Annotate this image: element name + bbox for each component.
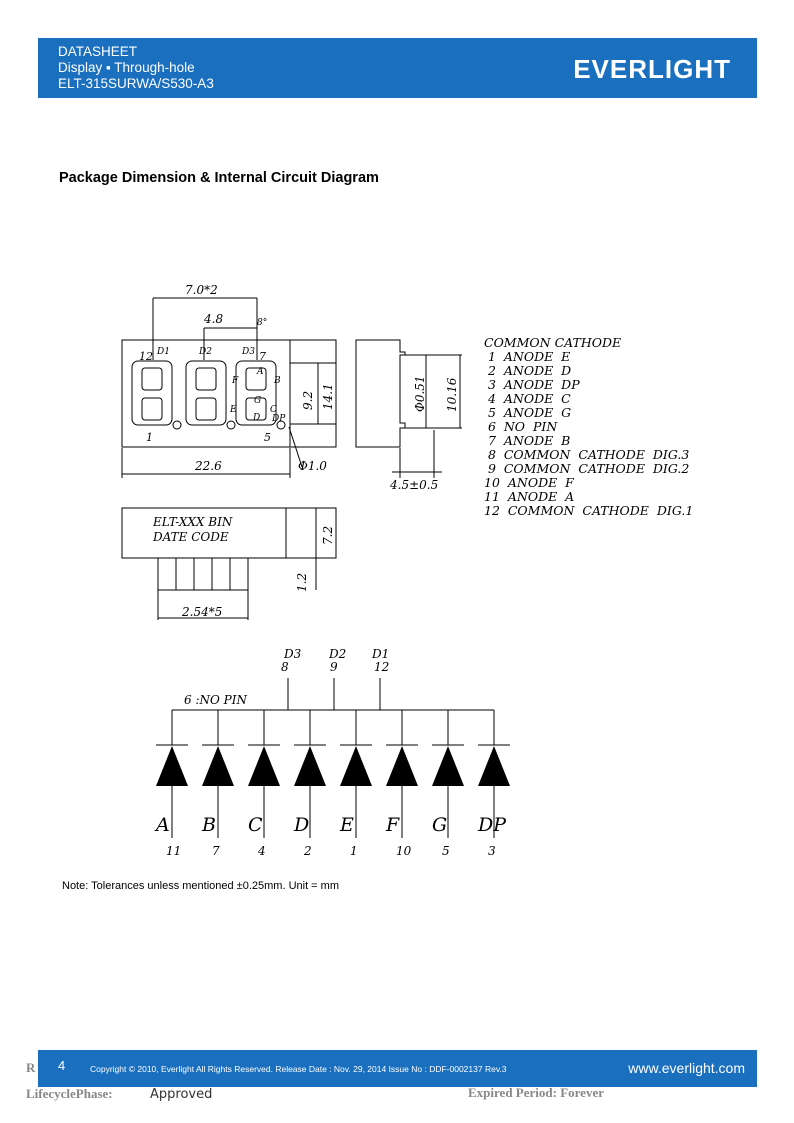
dim-side-height: 10.16 [445,377,459,412]
segment-name-label: A [154,814,170,836]
diode-group [156,710,510,838]
footer-r-letter: R [26,1060,36,1075]
segment-name-label: DP [477,814,507,836]
segment-pin-label: 10 [396,844,412,858]
label-d2: D2 [198,347,212,357]
diode-symbol [248,746,280,786]
pin-item: 4 ANODE C [484,391,571,406]
digit-d3-pin: 8 [281,660,289,674]
dim-width: 22.6 [194,459,222,473]
digit-d3-name: D3 [283,647,302,661]
pin-item: 3 ANODE DP [484,377,580,392]
tolerance-note: Note: Tolerances unless mentioned ±0.25m… [62,880,339,892]
digit-d1-pin: 12 [374,660,389,674]
expired-period: Expired Period: Forever [468,1085,604,1100]
segment-pin-label: 11 [166,844,181,858]
dim-height-141: 14.1 [321,383,335,410]
section-title: Package Dimension & Internal Circuit Dia… [59,170,379,186]
label-d3: D3 [241,347,255,357]
segment-name-label: C [248,814,263,836]
seg-b-label: B [273,376,281,386]
label-pin12: 12 [139,350,153,363]
pin-item: 8 COMMON CATHODE DIG.3 [484,447,690,462]
seg-f-label: F [231,376,239,386]
segment-pin-label: 7 [212,844,220,858]
digit-d2-pin: 9 [330,660,338,674]
segment-pin-label: 1 [350,844,358,858]
pin-item: 12 COMMON CATHODE DIG.1 [484,503,694,518]
segment-pin-label: 4 [257,844,266,858]
label-d1: D1 [156,347,170,357]
label-line2: DATE CODE [152,530,229,544]
digit-1 [131,360,173,426]
dim-pin-height: 1.2 [295,573,309,592]
label-line1: ELT-XXX BIN [152,515,233,529]
website-link[interactable]: www.everlight.com [628,1060,745,1076]
diode-symbol [156,746,188,786]
dim-angle: 8° [257,318,267,328]
pin-item: 7 ANODE B [484,433,571,448]
page-number: 4 [58,1058,66,1073]
diode-symbol [294,746,326,786]
pin-item: 2 ANODE D [484,363,572,378]
label-pin5: 5 [264,431,271,444]
segment-pin-label: 5 [442,844,450,858]
segment-pin-label: 2 [303,844,312,858]
diode-symbol [202,746,234,786]
segment-name-label: E [339,814,354,836]
copyright-text: Copyright © 2010, Everlight All Rights R… [90,1064,507,1074]
dim-pin-pitch: 2.54*5 [181,605,222,619]
dim-pitch: 7.0*2 [185,283,218,297]
pin-assignment-list: COMMON CATHODE 1 ANODE E 2 ANODE D 3 ANO… [484,336,693,518]
dim-height-92: 9.2 [301,391,315,410]
segment-name-label: B [201,814,216,836]
segment-name-label: D [293,814,309,836]
segment-name-label: G [432,814,447,836]
dim-digit-width: 4.8 [203,312,223,326]
seg-d-label: D [252,413,260,423]
pin-item: 5 ANODE G [484,405,572,420]
seg-g-label: G [254,396,261,406]
diode-symbol [340,746,372,786]
digit-d1-name: D1 [371,647,389,661]
segment-pin-label: 3 [488,844,496,858]
side-view-body [355,339,406,448]
digit-d2-name: D2 [328,647,346,661]
pin-item: 10 ANODE F [484,475,574,490]
pin-item: 6 NO PIN [484,419,558,434]
footer-bar: 4 Copyright © 2010, Everlight All Rights… [38,1050,757,1087]
pin-item: 11 ANODE A [484,489,575,504]
dim-side-width: 4.5±0.5 [389,478,438,492]
diode-symbol [478,746,510,786]
digit-3 [235,360,277,426]
diode-symbol [432,746,464,786]
digit-2 [185,360,227,426]
label-pin7: 7 [259,350,266,363]
seg-a-label: A [256,367,264,377]
dim-pin-dia: Φ0.51 [413,375,427,412]
header-text: DATASHEET Display ▪ Through-hole ELT-315… [58,44,214,92]
everlight-logo: EVERLIGHT [573,54,731,84]
pin-list-title: COMMON CATHODE [484,335,622,350]
label-pin1: 1 [146,431,153,444]
seg-c-label: C [270,405,277,415]
segment-name-label: F [385,814,400,836]
part-number: ELT-315SURWA/S530-A3 [58,76,214,91]
dim-body-height: 7.2 [321,526,335,545]
diode-symbol [386,746,418,786]
product-category: Display ▪ Through-hole [58,60,195,75]
approved-status: Approved [150,1087,213,1102]
no-pin-note: 6 :NO PIN [184,693,247,707]
pin-item: 1 ANODE E [484,349,571,364]
dim-hole: Φ1.0 [298,459,327,473]
seg-dp-label: DP [271,414,286,424]
seg-e-label: E [229,405,237,415]
lifecycle-label: LifecyclePhase: [26,1086,113,1101]
pin-item: 9 COMMON CATHODE DIG.2 [484,461,690,476]
header-bar: DATASHEET Display ▪ Through-hole ELT-315… [38,38,757,98]
doc-type: DATASHEET [58,44,138,59]
